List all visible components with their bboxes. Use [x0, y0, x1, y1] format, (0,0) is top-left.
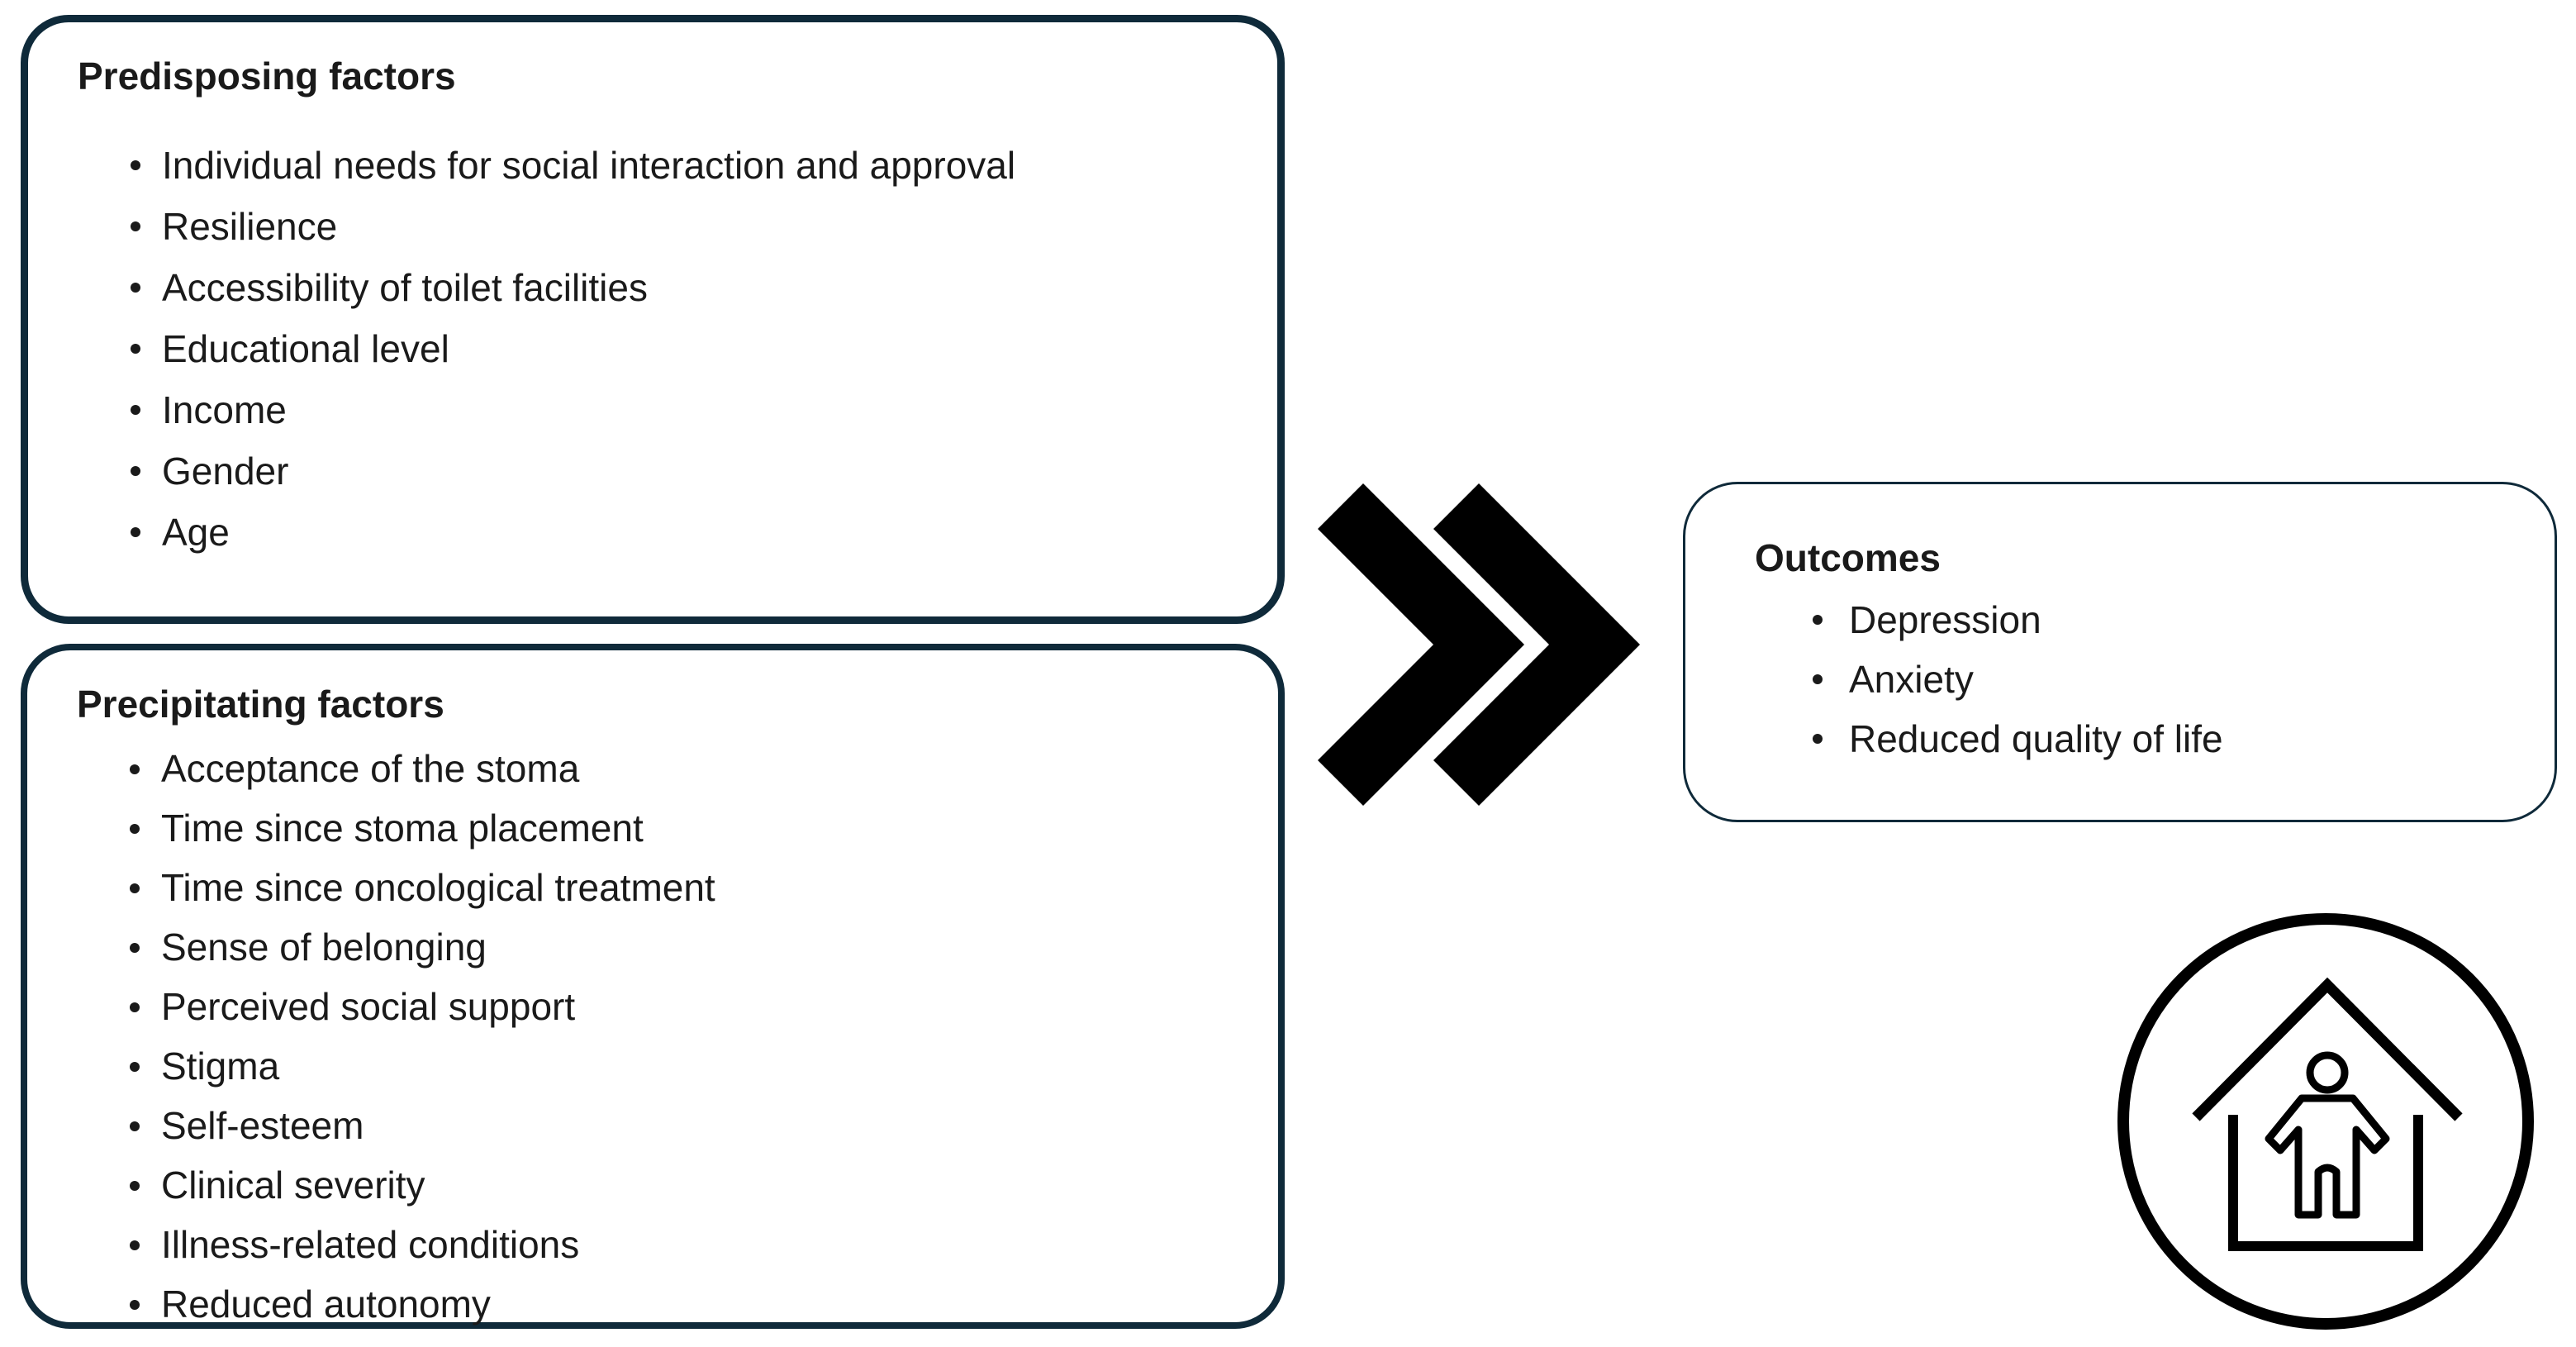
person-in-house-icon — [2117, 913, 2534, 1330]
list-item: Time since stoma placement — [77, 798, 1245, 858]
list-item: Sense of belonging — [77, 917, 1245, 977]
list-item: Illness-related conditions — [77, 1215, 1245, 1274]
list-item: Income — [78, 379, 1244, 440]
precipitating-factors-box: Precipitating factors Acceptance of the … — [21, 644, 1285, 1329]
outcomes-title: Outcomes — [1755, 536, 1941, 579]
predisposing-factors-list: Individual needs for social interaction … — [78, 135, 1244, 563]
list-item: Reduced quality of life — [1755, 709, 2521, 769]
list-item: Age — [78, 502, 1244, 563]
list-item: Individual needs for social interaction … — [78, 135, 1244, 196]
precipitating-factors-title: Precipitating factors — [77, 683, 444, 726]
list-item: Reduced autonomy — [77, 1274, 1245, 1334]
predisposing-factors-title: Predisposing factors — [78, 55, 456, 98]
list-item: Gender — [78, 440, 1244, 502]
list-item: Acceptance of the stoma — [77, 739, 1245, 798]
list-item: Resilience — [78, 196, 1244, 257]
list-item: Clinical severity — [77, 1155, 1245, 1215]
predisposing-factors-box: Predisposing factors Individual needs fo… — [21, 15, 1285, 624]
list-item: Accessibility of toilet facilities — [78, 257, 1244, 318]
list-item: Perceived social support — [77, 977, 1245, 1036]
double-chevron-right-icon — [1318, 483, 1640, 806]
list-item: Anxiety — [1755, 650, 2521, 709]
list-item: Educational level — [78, 318, 1244, 379]
list-item: Time since oncological treatment — [77, 858, 1245, 917]
list-item: Stigma — [77, 1036, 1245, 1096]
list-item: Self-esteem — [77, 1096, 1245, 1155]
list-item: Depression — [1755, 590, 2521, 650]
